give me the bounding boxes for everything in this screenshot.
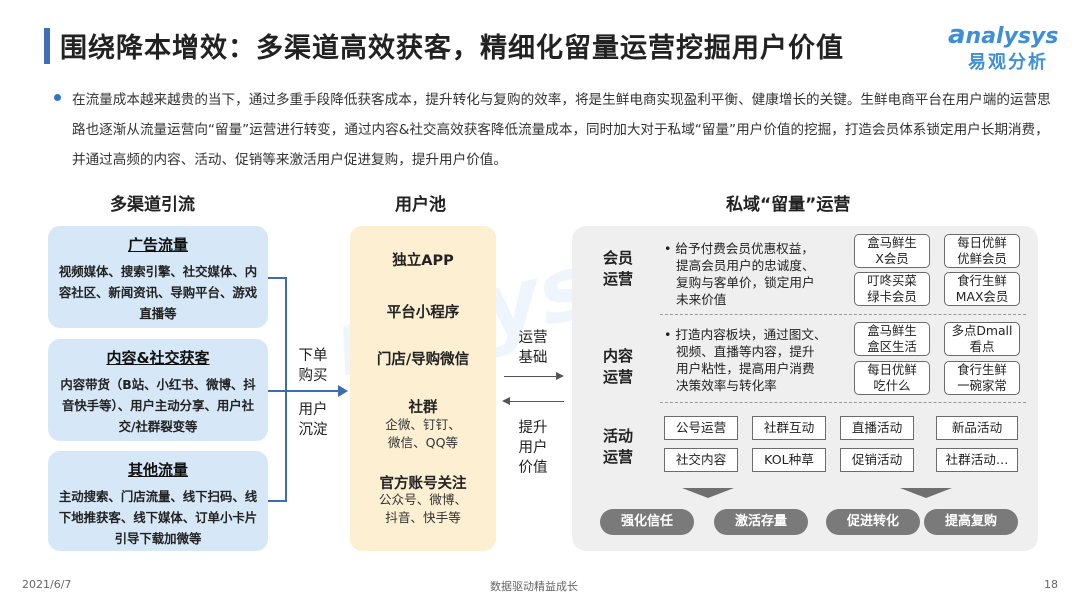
pool-item-store-wechat: 门店/导购微信 xyxy=(376,352,470,368)
activity-item: 社群活动… xyxy=(936,448,1018,472)
connector-line xyxy=(268,390,286,392)
column-header-user-pool: 用户池 xyxy=(395,195,446,215)
goal-pill-activate: 激活存量 xyxy=(714,509,808,535)
content-ops-text: • 打造内容板块，通过图文、 视频、直播等内容，提升 用户粘性，提高用户消费 决… xyxy=(664,327,827,393)
column-header-private-ops: 私域“留量”运营 xyxy=(726,195,851,215)
activity-ops-label: 活动 运营 xyxy=(602,427,633,466)
content-chip-hema: 盒马鲜生盒区生活 xyxy=(854,322,930,356)
pool-community-sub: 企微、钉钉、 微信、QQ等 xyxy=(385,417,461,450)
activity-item: 新品活动 xyxy=(936,416,1018,440)
arrow-to-ops xyxy=(504,376,558,377)
section-divider xyxy=(660,314,1026,315)
title-accent-bar xyxy=(44,28,50,64)
user-pool-box: 独立APP 平台小程序 门店/导购微信 社群 企微、钉钉、 微信、QQ等 官方账… xyxy=(350,226,496,551)
intro-paragraph: 在流量成本越来越贵的当下，通过多重手段降低获客成本，提升转化与复购的效率，将是生… xyxy=(72,92,1051,168)
channel-desc: 内容带货（B站、小红书、微博、抖音快手等）、用户主动分享、用户社交/社群裂变等 xyxy=(60,377,256,434)
arrow-to-pool xyxy=(286,390,340,392)
goal-pill-trust: 强化信任 xyxy=(600,509,694,535)
arrow-from-ops xyxy=(510,401,564,402)
activity-item: 直播活动 xyxy=(840,416,914,440)
arrow-head-icon xyxy=(338,385,348,397)
label-ops-basis: 运营 基础 xyxy=(518,330,548,366)
channel-desc: 视频媒体、搜索引擎、社交媒体、内容社区、新闻资讯、导购平台、游戏直播等 xyxy=(58,264,258,321)
activity-item: 公号运营 xyxy=(664,416,738,440)
down-triangle-icon xyxy=(900,488,952,498)
pool-item-miniprogram: 平台小程序 xyxy=(386,305,460,321)
bullet-dot-icon xyxy=(54,94,61,101)
column-header-channels: 多渠道引流 xyxy=(110,195,195,215)
label-raise-user-value: 提升 用户 价值 xyxy=(518,420,548,476)
content-ops-label: 内容 运营 xyxy=(602,347,633,386)
member-ops-label: 会员 运营 xyxy=(602,249,633,288)
connector-line xyxy=(268,277,286,279)
footer-page-number: 18 xyxy=(1044,578,1058,591)
member-ops-text: • 给予付费会员优惠权益， 提高会员用户的忠诚度、 复购与客单价，锁定用户 未来… xyxy=(664,241,815,307)
channel-box-other: 其他流量 主动搜索、门店流量、线下扫码、线下地推获客、线下媒体、订单小卡片引导下… xyxy=(48,451,268,551)
activity-item: 社群互动 xyxy=(752,416,826,440)
connector-line xyxy=(268,500,286,502)
goal-pill-convert: 促进转化 xyxy=(826,509,920,535)
label-user-deposit: 用户 沉淀 xyxy=(298,402,328,438)
arrow-right-icon xyxy=(556,372,564,380)
bracket-line xyxy=(285,277,287,502)
activity-item: 促销活动 xyxy=(840,448,914,472)
pool-official-sub: 公众号、微博、 抖音、快手等 xyxy=(378,492,468,525)
footer-date: 2021/6/7 xyxy=(22,578,72,591)
down-triangle-icon xyxy=(682,488,734,498)
channel-title: 广告流量 xyxy=(127,236,188,254)
channel-title: 内容&社交获客 xyxy=(106,349,210,367)
content-chip-shihang: 食行生鲜一碗家常 xyxy=(944,361,1020,395)
footer-slogan: 数据驱动精益成长 xyxy=(490,580,578,593)
channel-title: 其他流量 xyxy=(127,461,188,479)
arrow-left-icon xyxy=(502,397,510,405)
channel-box-content-social: 内容&社交获客 内容带货（B站、小红书、微博、抖音快手等）、用户主动分享、用户社… xyxy=(48,339,268,441)
channel-box-ads: 广告流量 视频媒体、搜索引擎、社交媒体、内容社区、新闻资讯、导购平台、游戏直播等 xyxy=(48,226,268,328)
analysys-logo: analysys 易观分析 xyxy=(948,20,1059,73)
channel-desc: 主动搜索、门店流量、线下扫码、线下地推获客、线下媒体、订单小卡片引导下载加微等 xyxy=(58,489,258,546)
member-chip-dingdong: 叮咚买菜绿卡会员 xyxy=(854,272,930,306)
pool-item-community: 社群 xyxy=(408,400,438,416)
label-order-purchase: 下单 购买 xyxy=(298,348,328,384)
page-title: 围绕降本增效：多渠道高效获客，精细化留量运营挖掘用户价值 xyxy=(60,33,844,64)
activity-item: KOL种草 xyxy=(752,448,826,472)
activity-item: 社交内容 xyxy=(664,448,738,472)
content-chip-missfresh: 每日优鲜吃什么 xyxy=(854,361,930,395)
pool-item-app: 独立APP xyxy=(392,253,454,269)
goal-pill-repurchase: 提高复购 xyxy=(924,509,1018,535)
section-divider xyxy=(660,402,1026,403)
pool-item-official-accounts: 官方账号关注 xyxy=(379,476,467,492)
member-chip-missfresh: 每日优鲜优鲜会员 xyxy=(944,234,1020,268)
